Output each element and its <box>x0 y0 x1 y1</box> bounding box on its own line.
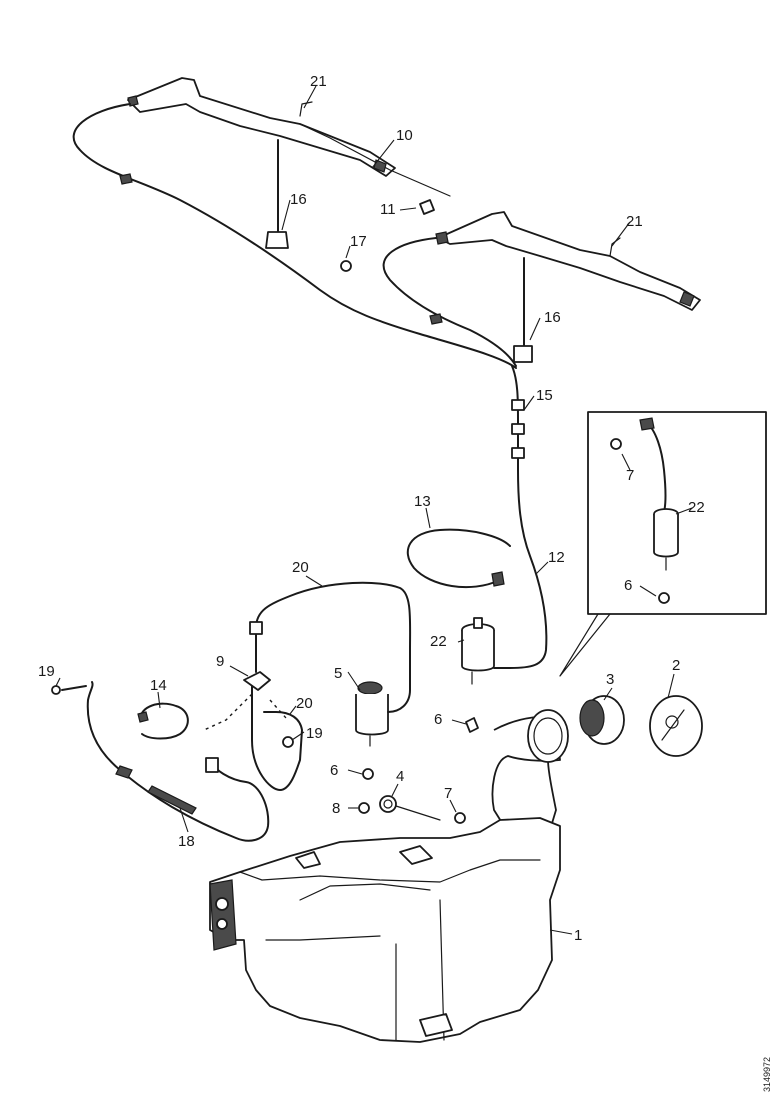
callout-11: 11 <box>380 201 396 218</box>
callout-10: 10 <box>396 127 413 144</box>
callout-7a: 7 <box>444 785 452 802</box>
hose-clamp-14 <box>137 702 189 740</box>
callout-7b: 7 <box>626 467 634 484</box>
lower-hose-assembly <box>51 671 303 842</box>
callout-labels: 1 2 3 4 5 6 6 6 7 7 8 9 10 11 12 13 14 1… <box>38 73 705 944</box>
washer-pump-5 <box>355 681 389 747</box>
callout-13: 13 <box>414 493 431 510</box>
callout-17: 17 <box>350 233 367 250</box>
callout-19b: 19 <box>306 725 323 742</box>
filler-neck <box>491 695 703 831</box>
callout-16b: 16 <box>544 309 561 326</box>
callout-20a: 20 <box>292 559 309 576</box>
callout-6b: 6 <box>330 762 338 779</box>
hose-loop-13 <box>406 528 511 589</box>
callout-12: 12 <box>548 549 565 566</box>
callout-21a: 21 <box>310 73 327 90</box>
callout-18: 18 <box>178 833 195 850</box>
main-feed-hose <box>493 365 548 669</box>
callout-9: 9 <box>216 653 224 670</box>
callout-19a: 19 <box>38 663 55 680</box>
callout-6a: 6 <box>434 711 442 728</box>
callout-2: 2 <box>672 657 680 674</box>
callout-4: 4 <box>396 768 404 785</box>
callout-8: 8 <box>332 800 340 817</box>
callout-14: 14 <box>150 677 167 694</box>
hose-20-upper <box>249 581 412 713</box>
callout-21b: 21 <box>626 213 643 230</box>
document-id: 3149972 <box>762 1057 772 1092</box>
fasteners <box>358 717 479 824</box>
upper-hose-network <box>72 103 533 369</box>
callout-5: 5 <box>334 665 342 682</box>
callout-22b: 22 <box>688 499 705 516</box>
detail-inset <box>559 411 767 677</box>
wiper-arm-right <box>435 211 701 311</box>
callout-6c: 6 <box>624 577 632 594</box>
callout-20b: 20 <box>296 695 313 712</box>
washer-fluid-tank <box>209 817 561 1043</box>
washer-pump-22 <box>461 617 495 685</box>
callout-16a: 16 <box>290 191 307 208</box>
wiper-arm-left <box>127 77 451 197</box>
callout-15: 15 <box>536 387 553 404</box>
callout-22a: 22 <box>430 633 447 650</box>
callout-3: 3 <box>606 671 614 688</box>
leader-lines <box>55 85 693 935</box>
callout-1: 1 <box>574 927 582 944</box>
